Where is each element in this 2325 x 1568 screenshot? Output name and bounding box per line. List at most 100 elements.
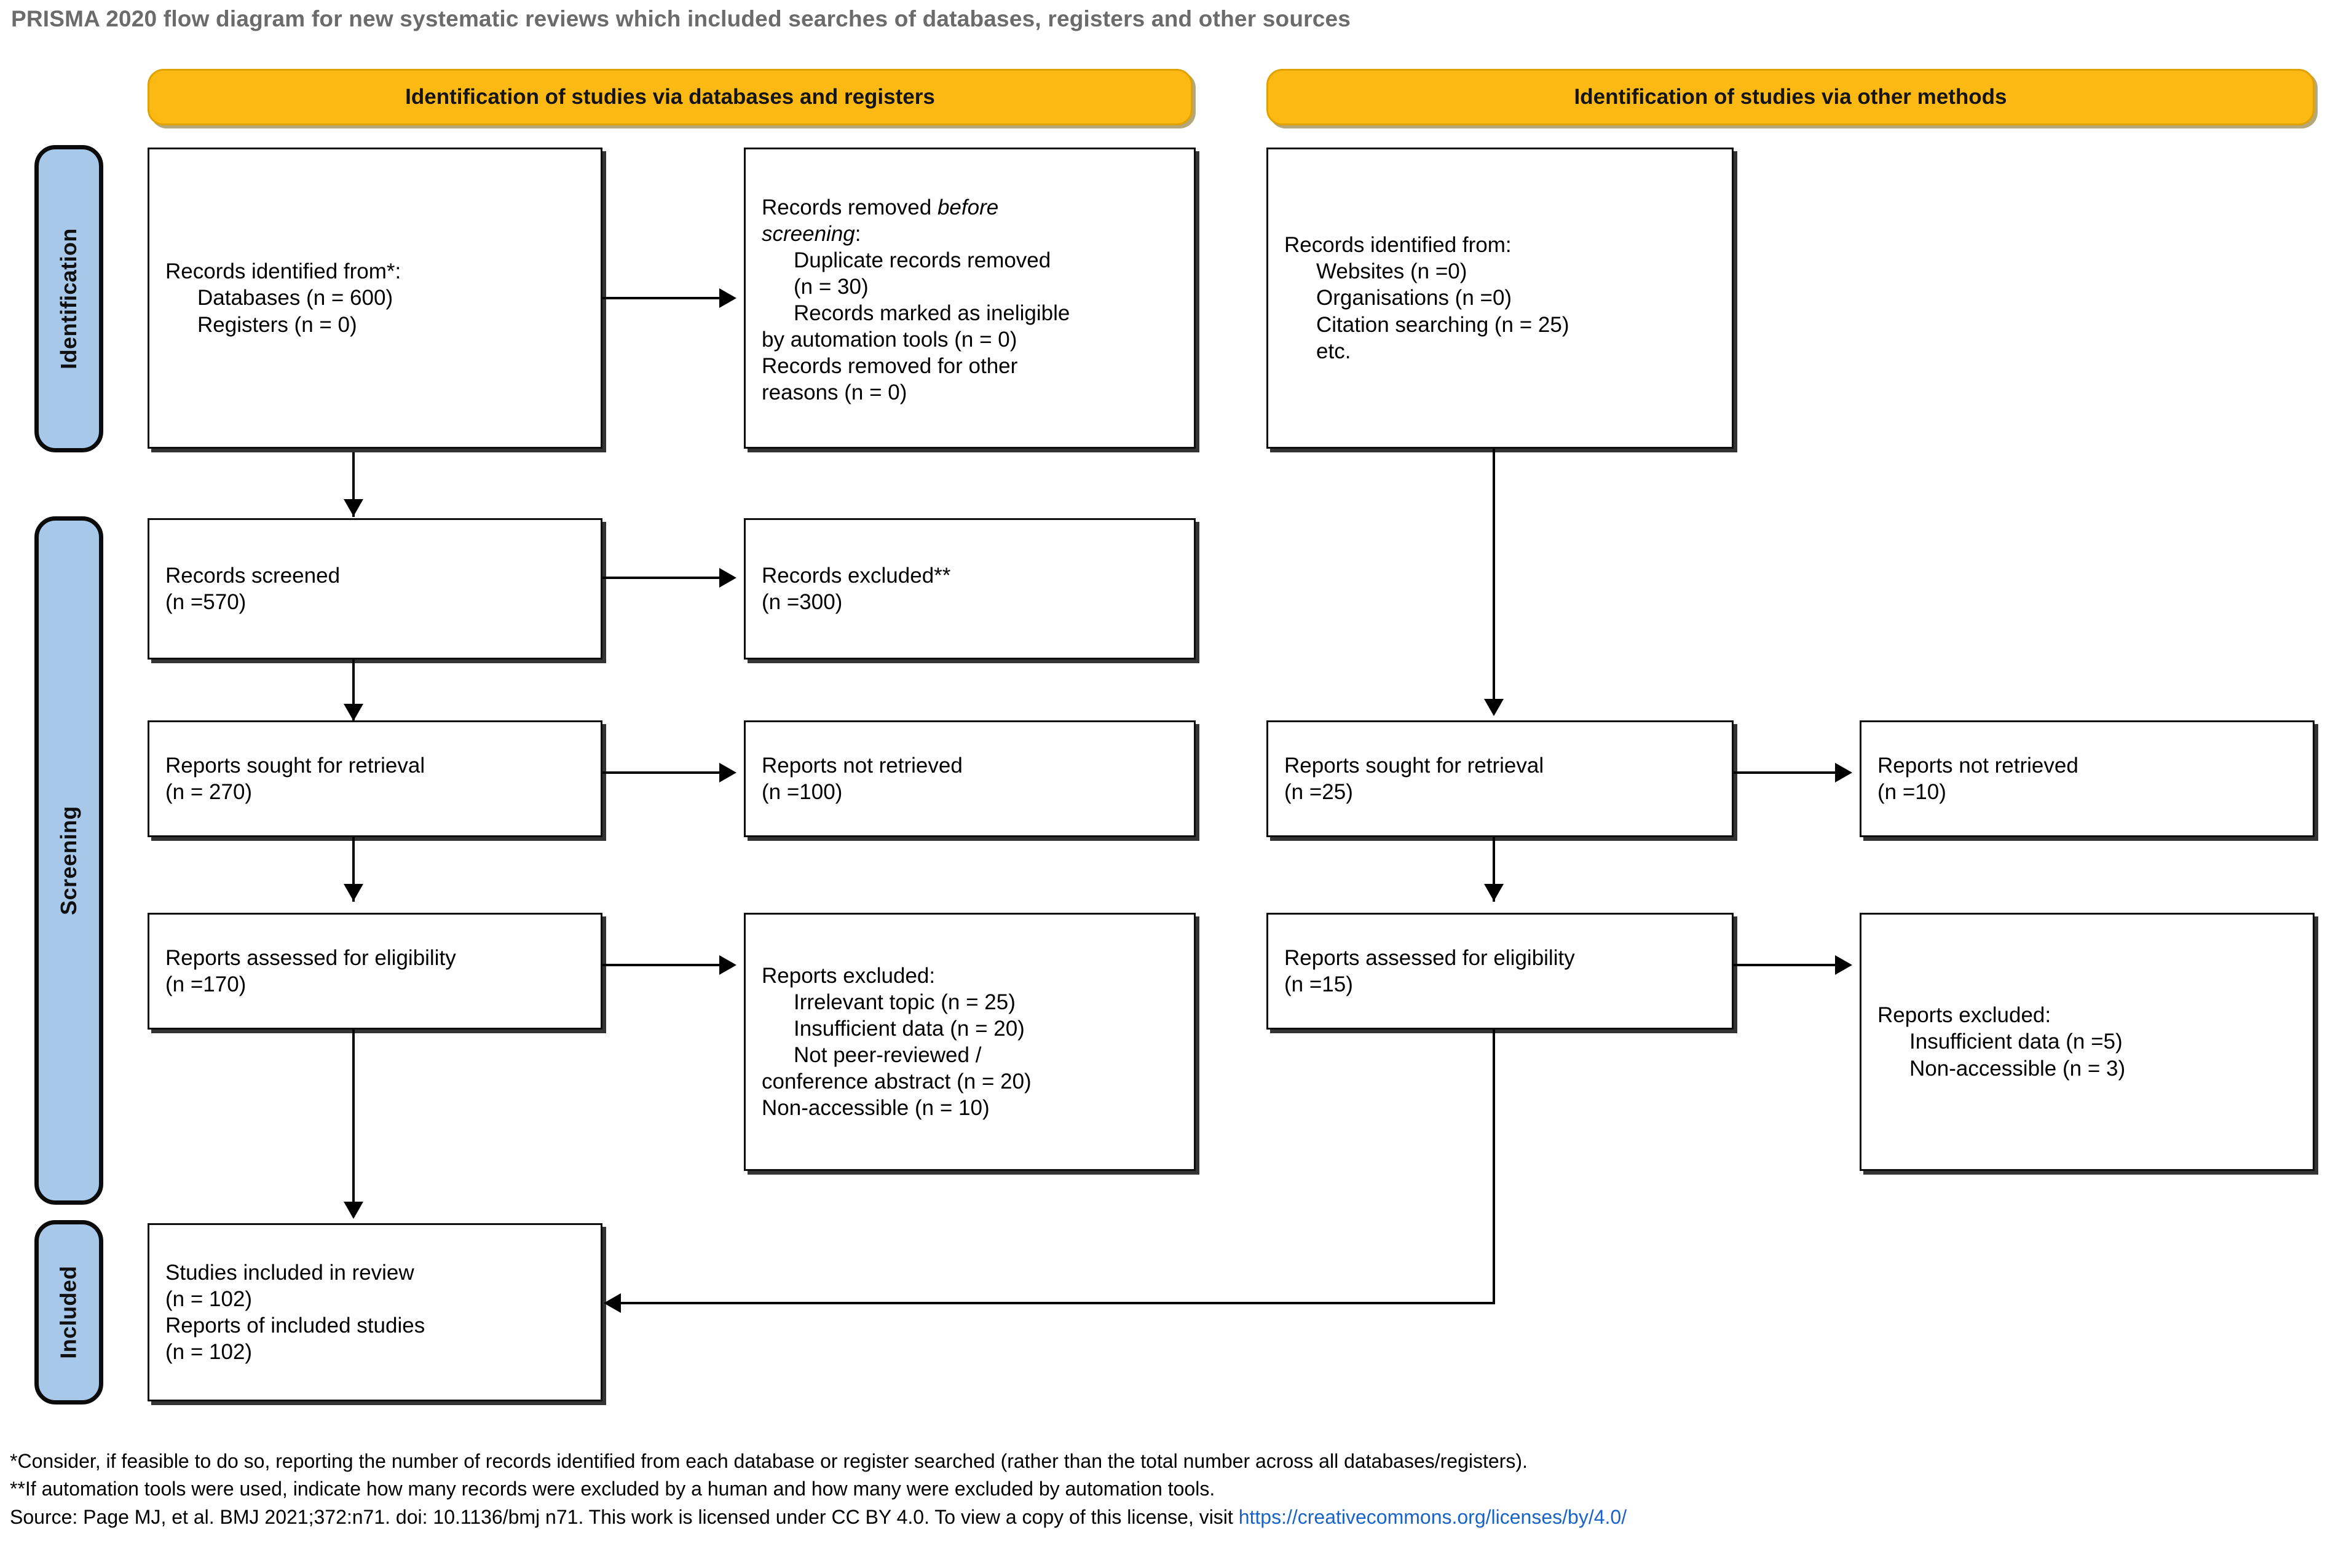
reports-excluded-left-line-1: Reports excluded: [762, 963, 936, 988]
records-identified-other-line-4: Citation searching (n = 25) [1316, 312, 1569, 337]
arrowhead-screened-to-excluded [719, 568, 736, 588]
connector-sought-to-assessed-left [352, 837, 355, 902]
reports-excluded-left-line-2: Irrelevant topic (n = 25) [794, 990, 1016, 1014]
box-reports-assessed-right: Reports assessed for eligibility (n =15) [1266, 913, 1734, 1030]
phase-bar-included: Included [34, 1220, 103, 1405]
reports-not-retrieved-right-line-1: Reports not retrieved [1877, 753, 2078, 778]
reports-excluded-right-line-3: Non-accessible (n = 3) [1909, 1056, 2126, 1081]
footnote-double-asterisk: **If automation tools were used, indicat… [10, 1478, 1215, 1500]
box-reports-excluded-left: Reports excluded: Irrelevant topic (n = … [744, 913, 1196, 1171]
connector-assessed-right-to-included-vertical [1493, 1030, 1495, 1304]
arrowhead-sought-to-assessed-left [344, 884, 363, 901]
page-title: PRISMA 2020 flow diagram for new systema… [11, 6, 1351, 31]
connector-assessed-to-included [352, 1030, 355, 1217]
phase-label-identification: Identification [56, 228, 82, 369]
reports-sought-left-line-2: (n = 270) [165, 780, 253, 804]
records-removed-line-3: Duplicate records removed [794, 248, 1051, 272]
arrowhead-identified-to-removed [719, 288, 736, 308]
records-identified-other-line-2: Websites (n =0) [1316, 259, 1467, 284]
reports-assessed-right-line-2: (n =15) [1284, 972, 1353, 996]
arrowhead-identified-other-to-sought-right [1484, 699, 1504, 716]
connector-assessed-to-excluded-left [602, 964, 719, 966]
box-studies-included: Studies included in review (n = 102) Rep… [148, 1223, 602, 1401]
column-header-other-methods-label: Identification of studies via other meth… [1574, 84, 2007, 109]
box-records-identified: Records identified from*: Databases (n =… [148, 148, 602, 449]
arrowhead-screened-to-sought [344, 704, 363, 721]
box-records-identified-other-methods: Records identified from: Websites (n =0)… [1266, 148, 1734, 449]
arrowhead-assessed-to-excluded-right [1835, 955, 1852, 975]
box-reports-sought-left: Reports sought for retrieval (n = 270) [148, 720, 602, 837]
connector-assessed-to-excluded-right [1734, 964, 1835, 966]
records-screened-line-2: (n =570) [165, 590, 247, 614]
phase-bar-screening: Screening [34, 516, 103, 1205]
connector-sought-to-not-retrieved-left [602, 771, 719, 774]
records-identified-other-line-1: Records identified from: [1284, 233, 1512, 258]
column-header-other-methods: Identification of studies via other meth… [1266, 69, 2315, 125]
records-removed-line-7: Records removed for other [762, 354, 1018, 379]
phase-label-included: Included [56, 1266, 81, 1359]
records-removed-line-5: Records marked as ineligible [794, 301, 1070, 325]
reports-excluded-left-line-4: Not peer-reviewed / [794, 1043, 982, 1067]
connector-sought-to-not-retrieved-right [1734, 771, 1835, 774]
records-identified-line-1: Records identified from*: [165, 259, 401, 284]
reports-sought-right-line-1: Reports sought for retrieval [1284, 753, 1544, 778]
arrowhead-assessed-right-to-included [604, 1293, 621, 1313]
connector-screened-to-sought [352, 660, 355, 721]
arrowhead-sought-to-assessed-right [1484, 884, 1504, 901]
reports-assessed-left-line-2: (n =170) [165, 972, 247, 996]
reports-excluded-left-line-3: Insufficient data (n = 20) [794, 1016, 1025, 1041]
records-removed-line-2: screening: [762, 221, 861, 246]
records-removed-line-6: by automation tools (n = 0) [762, 328, 1017, 352]
arrowhead-sought-to-not-retrieved-right [1835, 763, 1852, 782]
column-header-databases-registers-label: Identification of studies via databases … [405, 84, 935, 109]
records-identified-other-line-5: etc. [1316, 339, 1351, 363]
reports-excluded-left-line-5: conference abstract (n = 20) [762, 1070, 1032, 1094]
records-excluded-line-1: Records excluded** [762, 563, 951, 588]
reports-excluded-right-line-2: Insufficient data (n =5) [1909, 1030, 2123, 1054]
phase-bar-identification: Identification [34, 145, 103, 452]
connector-identified-to-screened [352, 452, 355, 517]
box-records-excluded: Records excluded** (n =300) [744, 518, 1196, 660]
box-records-screened: Records screened (n =570) [148, 518, 602, 660]
records-removed-line-8: reasons (n = 0) [762, 380, 907, 405]
records-identified-line-2: Databases (n = 600) [197, 286, 393, 310]
reports-sought-left-line-1: Reports sought for retrieval [165, 753, 425, 778]
footnote-asterisk: *Consider, if feasible to do so, reporti… [10, 1450, 1528, 1472]
records-removed-line-1: Records removed before [762, 195, 999, 219]
connector-sought-to-assessed-right [1493, 837, 1495, 902]
connector-screened-to-excluded [602, 577, 719, 579]
records-excluded-line-2: (n =300) [762, 590, 843, 614]
reports-assessed-left-line-1: Reports assessed for eligibility [165, 945, 456, 970]
footnote-source-text: Source: Page MJ, et al. BMJ 2021;372:n71… [10, 1505, 1239, 1528]
arrowhead-sought-to-not-retrieved-left [719, 763, 736, 782]
box-reports-sought-right: Reports sought for retrieval (n =25) [1266, 720, 1734, 837]
reports-excluded-right-line-1: Reports excluded: [1877, 1003, 2051, 1028]
reports-not-retrieved-left-line-2: (n =100) [762, 780, 843, 804]
phase-label-screening: Screening [56, 806, 82, 915]
connector-identified-other-to-sought-right [1493, 449, 1495, 713]
records-identified-other-line-3: Organisations (n =0) [1316, 286, 1512, 310]
cc-license-link[interactable]: https://creativecommons.org/licenses/by/… [1238, 1505, 1627, 1528]
reports-not-retrieved-left-line-1: Reports not retrieved [762, 753, 963, 778]
reports-sought-right-line-2: (n =25) [1284, 780, 1353, 804]
studies-included-line-1: Studies included in review [165, 1260, 414, 1285]
connector-identified-to-removed [602, 297, 719, 299]
reports-assessed-right-line-1: Reports assessed for eligibility [1284, 945, 1575, 970]
studies-included-line-3: Reports of included studies [165, 1314, 425, 1338]
records-identified-line-3: Registers (n = 0) [197, 312, 357, 337]
box-reports-not-retrieved-left: Reports not retrieved (n =100) [744, 720, 1196, 837]
studies-included-line-2: (n = 102) [165, 1286, 253, 1311]
reports-excluded-left-line-6: Non-accessible (n = 10) [762, 1096, 990, 1121]
column-header-databases-registers: Identification of studies via databases … [148, 69, 1193, 125]
footnotes: *Consider, if feasible to do so, reporti… [10, 1448, 2315, 1531]
arrowhead-assessed-to-included [344, 1202, 363, 1219]
box-reports-not-retrieved-right: Reports not retrieved (n =10) [1860, 720, 2315, 837]
reports-not-retrieved-right-line-2: (n =10) [1877, 780, 1946, 804]
records-removed-line-4: (n = 30) [794, 274, 869, 299]
box-reports-excluded-right: Reports excluded: Insufficient data (n =… [1860, 913, 2315, 1171]
arrowhead-identified-to-screened [344, 499, 363, 516]
studies-included-line-4: (n = 102) [165, 1340, 253, 1365]
connector-assessed-right-to-included-horizontal [621, 1302, 1494, 1304]
box-records-removed-before-screening: Records removed before screening: Duplic… [744, 148, 1196, 449]
